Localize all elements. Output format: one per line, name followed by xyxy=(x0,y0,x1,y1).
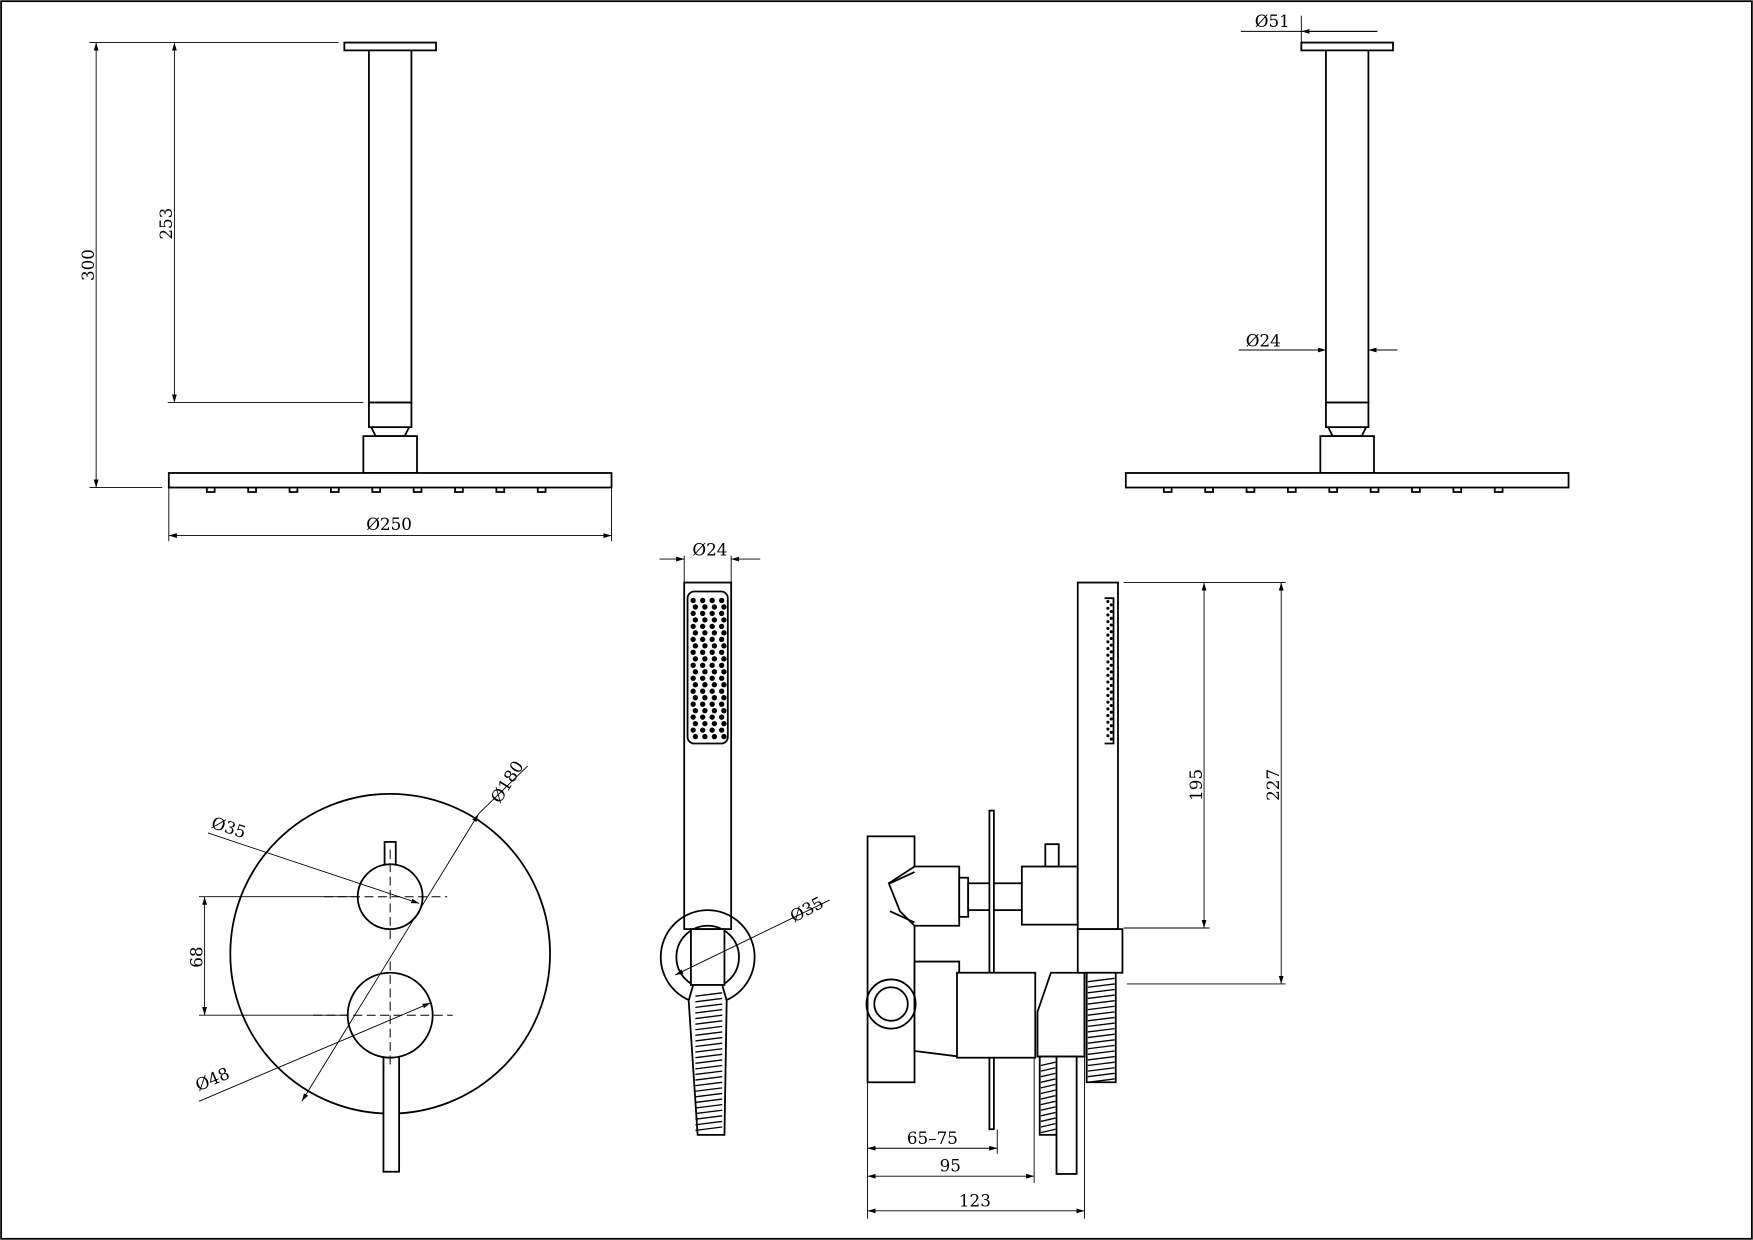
dim-180: Ø180 xyxy=(486,757,527,806)
spray-nozzles xyxy=(690,597,727,740)
dim-24-handshower: Ø24 xyxy=(692,540,727,560)
dim-95: 95 xyxy=(940,1156,961,1176)
dim-227: 227 xyxy=(1263,769,1283,801)
dim-300: 300 xyxy=(78,249,98,281)
dim-250: Ø250 xyxy=(366,514,412,534)
assembly-side-view: 195 227 65–75 95 123 xyxy=(865,581,1286,1219)
dim-35-holder: Ø35 xyxy=(786,892,826,926)
dim-65-75: 65–75 xyxy=(907,1128,958,1148)
dim-51: Ø51 xyxy=(1255,11,1290,31)
hand-shower-front-view: Ø24 Ø35 xyxy=(659,540,830,1136)
dim-35-knob: Ø35 xyxy=(209,812,249,842)
dim-68: 68 xyxy=(186,946,206,967)
dim-123: 123 xyxy=(959,1190,991,1210)
dim-24-arm: Ø24 xyxy=(1246,331,1281,351)
dim-195: 195 xyxy=(1186,769,1206,801)
mixer-plate-front-view: 68 Ø180 Ø35 Ø48 xyxy=(186,757,551,1173)
dim-48: Ø48 xyxy=(192,1063,232,1095)
ceiling-shower-front-view: 300 253 Ø250 xyxy=(78,41,613,542)
ceiling-shower-side-view: Ø51 Ø24 xyxy=(1124,11,1570,493)
dim-253: 253 xyxy=(156,208,176,240)
